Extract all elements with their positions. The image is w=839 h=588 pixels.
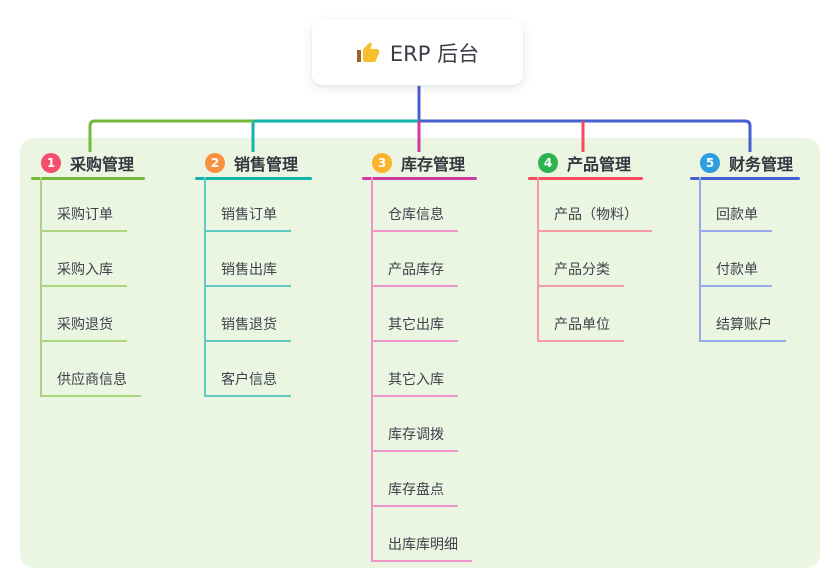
child-node[interactable]: 销售退货 — [204, 312, 291, 342]
branch-label: 产品管理 — [567, 154, 632, 174]
child-node[interactable]: 产品（物料） — [537, 202, 652, 232]
branch-underline — [362, 177, 477, 180]
child-node[interactable]: 采购入库 — [40, 257, 127, 287]
branch-child-connector-line — [699, 177, 701, 342]
root-node[interactable]: ERP 后台 — [312, 20, 523, 85]
branch-underline — [31, 177, 145, 180]
child-node[interactable]: 供应商信息 — [40, 367, 141, 397]
branch-node-5[interactable]: 5 财务管理 — [690, 148, 800, 177]
branch-underline — [528, 177, 643, 180]
child-node[interactable]: 回款单 — [699, 202, 772, 232]
root-node-label: ERP 后台 — [389, 41, 480, 66]
branch-child-connector-line — [371, 177, 373, 562]
branch-node-2[interactable]: 2 销售管理 — [195, 148, 312, 177]
child-node[interactable]: 其它入库 — [371, 367, 458, 397]
branch-number-badge: 3 — [372, 152, 392, 173]
branch-underline — [195, 177, 312, 180]
child-node[interactable]: 采购退货 — [40, 312, 127, 342]
branch-child-connector-line — [204, 177, 206, 397]
branch-node-4[interactable]: 4 产品管理 — [528, 148, 643, 177]
branch-child-connector-line — [537, 177, 539, 342]
branch-number-badge: 4 — [538, 152, 558, 173]
thumbs-up-icon — [356, 41, 379, 62]
child-node[interactable]: 库存调拨 — [371, 422, 458, 452]
branch-label: 库存管理 — [401, 154, 466, 174]
child-node[interactable]: 销售订单 — [204, 202, 291, 232]
branch-number-badge: 2 — [205, 152, 225, 173]
branch-number-badge: 5 — [700, 152, 720, 173]
child-node[interactable]: 仓库信息 — [371, 202, 458, 232]
child-node[interactable]: 付款单 — [699, 257, 772, 287]
child-node[interactable]: 出库库明细 — [371, 532, 472, 562]
branch-child-connector-line — [40, 177, 42, 397]
branch-label: 销售管理 — [234, 154, 299, 174]
branch-label: 财务管理 — [729, 154, 794, 174]
branch-node-3[interactable]: 3 库存管理 — [362, 148, 477, 177]
branch-underline — [690, 177, 800, 180]
child-node[interactable]: 销售出库 — [204, 257, 291, 287]
branch-number-badge: 1 — [41, 152, 61, 173]
branch-node-1[interactable]: 1 采购管理 — [31, 148, 145, 177]
child-node[interactable]: 其它出库 — [371, 312, 458, 342]
child-node[interactable]: 产品库存 — [371, 257, 458, 287]
child-node[interactable]: 产品单位 — [537, 312, 624, 342]
child-node[interactable]: 客户信息 — [204, 367, 291, 397]
branch-label: 采购管理 — [70, 154, 135, 174]
child-node[interactable]: 产品分类 — [537, 257, 624, 287]
child-node[interactable]: 采购订单 — [40, 202, 127, 232]
mindmap-canvas-panel — [20, 138, 820, 568]
child-node[interactable]: 库存盘点 — [371, 477, 458, 507]
child-node[interactable]: 结算账户 — [699, 312, 786, 342]
